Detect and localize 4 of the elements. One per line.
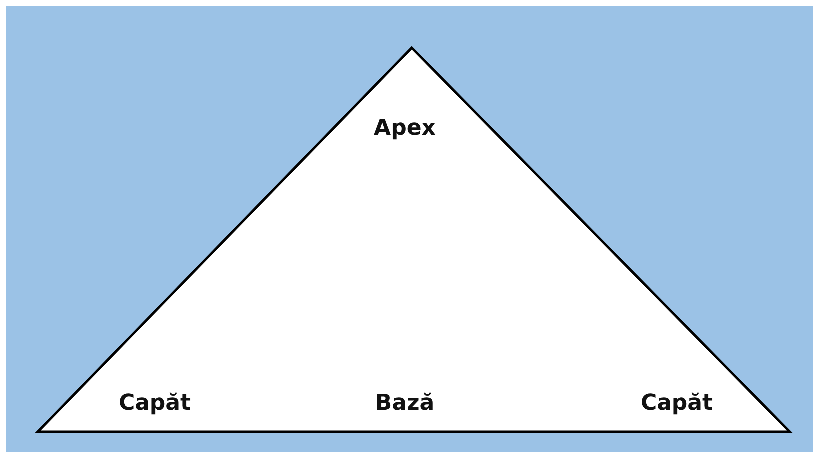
base-label: Bază (375, 391, 435, 416)
apex-label: Apex (374, 116, 436, 141)
base-end-label: Capăt (118, 391, 192, 416)
base-end-label: Capăt (640, 391, 714, 416)
